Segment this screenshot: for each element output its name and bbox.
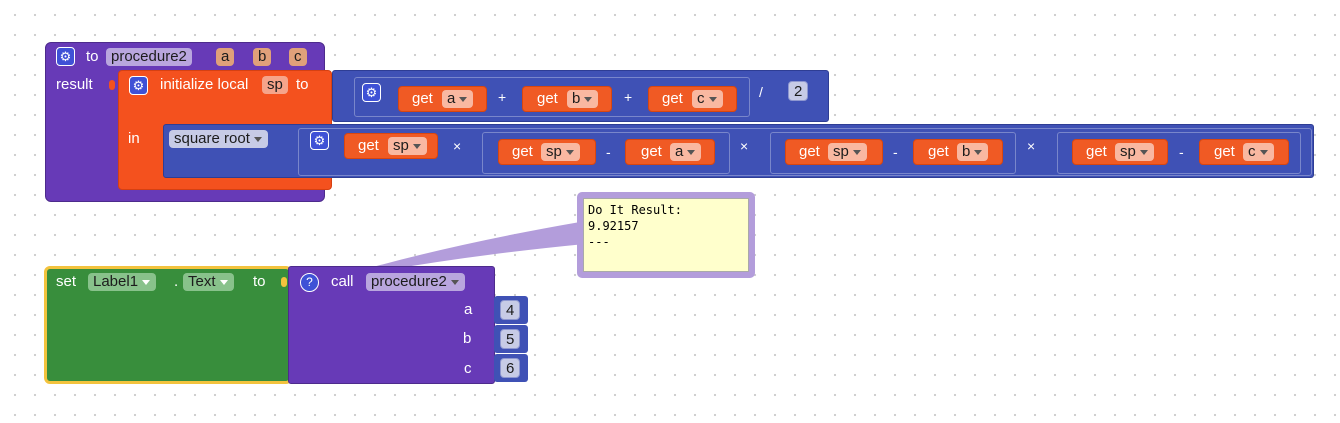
help-icon[interactable]: ? [300,273,319,292]
param-c[interactable]: c [289,48,307,66]
sum-mutator-gear-icon[interactable]: ⚙ [362,83,381,102]
get-a-dropdown[interactable]: a [670,143,702,161]
get-label: get [1214,143,1235,160]
property-dropdown[interactable]: Text [183,273,234,291]
times-operator: × [1027,138,1036,154]
get-label: get [412,90,433,107]
get-b-dropdown[interactable]: b [957,143,989,161]
get-c-dropdown[interactable]: c [1243,143,1274,161]
local-mutator-gear-icon[interactable]: ⚙ [129,76,148,95]
arg-b-value[interactable]: 5 [500,329,521,349]
procedure-name-field[interactable]: procedure2 [106,48,192,66]
get-sp-dropdown[interactable]: sp [388,137,427,155]
set-value-socket [281,277,287,287]
do-it-result-text[interactable]: Do It Result: 9.92157 --- [583,198,749,272]
procedure-mutator-gear-icon[interactable]: ⚙ [56,47,75,66]
set-to-label: to [253,273,266,290]
result-socket [109,80,115,90]
do-it-result-tooltip: Do It Result: 9.92157 --- [577,192,755,278]
get-label: get [662,90,683,107]
times-operator: × [740,138,749,154]
init-local-in-label: in [128,130,140,147]
call-label: call [331,273,354,290]
set-property-block[interactable] [44,266,292,384]
init-local-to-label: to [296,76,309,93]
plus-operator: + [624,89,633,105]
get-label: get [512,143,533,160]
arg-b-label: b [463,330,472,347]
get-sp-dropdown[interactable]: sp [541,143,580,161]
get-sp-dropdown[interactable]: sp [1115,143,1154,161]
get-a-dropdown[interactable]: a [442,90,474,108]
component-dropdown[interactable]: Label1 [88,273,157,291]
param-b[interactable]: b [253,48,272,66]
get-b-dropdown[interactable]: b [567,90,599,108]
arg-a-label: a [464,301,473,318]
arg-a-value[interactable]: 4 [500,300,521,320]
get-label: get [928,143,949,160]
arg-c-value[interactable]: 6 [500,358,521,378]
get-label: get [799,143,820,160]
property-dot: . [174,273,179,290]
get-label: get [641,143,662,160]
math-function-dropdown[interactable]: square root [169,130,268,148]
get-sp-dropdown[interactable]: sp [828,143,867,161]
init-local-label: initialize local [160,76,249,93]
arg-c-label: c [464,360,472,377]
get-label: get [1086,143,1107,160]
minus-operator: - [893,144,898,160]
minus-operator: - [1179,144,1184,160]
param-a[interactable]: a [216,48,235,66]
set-label: set [56,273,77,290]
divisor-number[interactable]: 2 [788,81,809,101]
local-var-name[interactable]: sp [262,76,288,94]
call-procedure-dropdown[interactable]: procedure2 [366,273,465,291]
times-operator: × [453,138,462,154]
procedure-to-label: to [86,48,99,65]
procedure-result-label: result [56,76,93,93]
divide-operator: / [759,84,763,100]
minus-operator: - [606,144,611,160]
get-label: get [358,137,379,154]
product-mutator-gear-icon[interactable]: ⚙ [310,131,329,150]
get-label: get [537,90,558,107]
plus-operator: + [498,89,507,105]
get-c-dropdown[interactable]: c [692,90,723,108]
